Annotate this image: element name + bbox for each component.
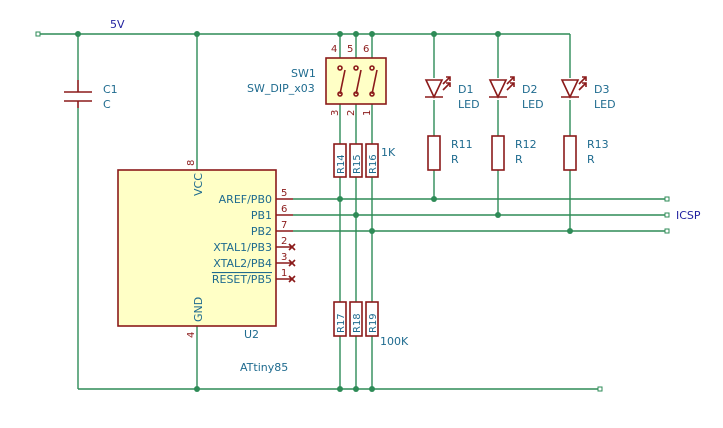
c1-value: C bbox=[103, 98, 111, 111]
u2-pin-name-pb3: XTAL1/PB3 bbox=[213, 241, 272, 254]
capacitor-c1: C1 C bbox=[64, 80, 118, 111]
u2-pin-num-pb5: 1 bbox=[281, 268, 287, 279]
r11-ref: R11 bbox=[451, 138, 473, 151]
pulldown-value: 100K bbox=[380, 335, 409, 348]
led-resistors: R11 R R12 R R13 R bbox=[427, 135, 609, 171]
r12-ref: R12 bbox=[515, 138, 537, 151]
u2-pin-num-pb1: 6 bbox=[281, 204, 287, 215]
mcu-u2: 8 VCC 4 GND 5 6 7 2 3 1 AREF/PB0 PB1 PB2… bbox=[117, 160, 296, 374]
u2-pin-name-pb1: PB1 bbox=[251, 209, 272, 222]
d3-ref: D3 bbox=[594, 83, 609, 96]
wire-terminals bbox=[35, 31, 670, 392]
sw1-ref: SW1 bbox=[291, 67, 316, 80]
r18-ref: R18 bbox=[352, 313, 363, 333]
r12-value: R bbox=[515, 153, 523, 166]
u2-pin-num-pb2: 7 bbox=[281, 220, 287, 231]
r17-ref: R17 bbox=[336, 313, 347, 333]
led-d3: D3 LED bbox=[560, 76, 616, 111]
r13-ref: R13 bbox=[587, 138, 609, 151]
d2-ref: D2 bbox=[522, 83, 537, 96]
pullup-value: 1K bbox=[381, 146, 396, 159]
d1-ref: D1 bbox=[458, 83, 473, 96]
junctions bbox=[75, 31, 573, 392]
dip-switch-sw1: 4 5 6 3 2 1 SW1 SW_DIP_x03 bbox=[247, 44, 387, 116]
sw1-pin-top-1: 4 bbox=[331, 44, 337, 55]
r13-value: R bbox=[587, 153, 595, 166]
u2-pin-num-pb4: 3 bbox=[281, 252, 287, 263]
r19-ref: R19 bbox=[368, 313, 379, 333]
r14-ref: R14 bbox=[336, 154, 347, 174]
u2-vcc-pin-num: 8 bbox=[186, 160, 197, 166]
r16-ref: R16 bbox=[368, 154, 379, 174]
u2-gnd-pin-num: 4 bbox=[186, 332, 197, 338]
u2-pin-name-pb4: XTAL2/PB4 bbox=[213, 257, 272, 270]
led-d1: D1 LED bbox=[424, 76, 480, 111]
sw1-pin-top-2: 5 bbox=[347, 44, 353, 55]
sw1-pin-top-3: 6 bbox=[363, 44, 369, 55]
pullup-resistors: R14 R15 R16 1K bbox=[333, 143, 396, 178]
u2-pin-num-pb3: 2 bbox=[281, 236, 287, 247]
u2-gnd-pin-name: GND bbox=[192, 297, 205, 322]
d2-value: LED bbox=[522, 98, 544, 111]
u2-pin-name-pb5: RESET/PB5 bbox=[212, 273, 272, 286]
sw1-pin-bottom-3: 1 bbox=[362, 110, 373, 116]
r15-ref: R15 bbox=[352, 154, 363, 174]
led-d2: D2 LED bbox=[488, 76, 544, 111]
sw1-value: SW_DIP_x03 bbox=[247, 82, 315, 95]
net-label-icsp: ICSP bbox=[676, 209, 701, 222]
u2-vcc-pin-name: VCC bbox=[192, 173, 205, 196]
d1-value: LED bbox=[458, 98, 480, 111]
r11-value: R bbox=[451, 153, 459, 166]
sw1-pin-bottom-2: 2 bbox=[346, 110, 357, 116]
u2-value: ATtiny85 bbox=[240, 361, 288, 374]
u2-pin-name-pb2: PB2 bbox=[251, 225, 272, 238]
c1-ref: C1 bbox=[103, 83, 118, 96]
wires bbox=[40, 33, 665, 390]
d3-value: LED bbox=[594, 98, 616, 111]
pulldown-resistors: R17 R18 R19 100K bbox=[333, 301, 409, 348]
u2-pin-num-pb0: 5 bbox=[281, 188, 287, 199]
net-label-5v: 5V bbox=[110, 18, 125, 31]
u2-pin-name-pb0: AREF/PB0 bbox=[219, 193, 272, 206]
sw1-pin-bottom-1: 3 bbox=[330, 110, 341, 116]
u2-ref: U2 bbox=[244, 328, 259, 341]
